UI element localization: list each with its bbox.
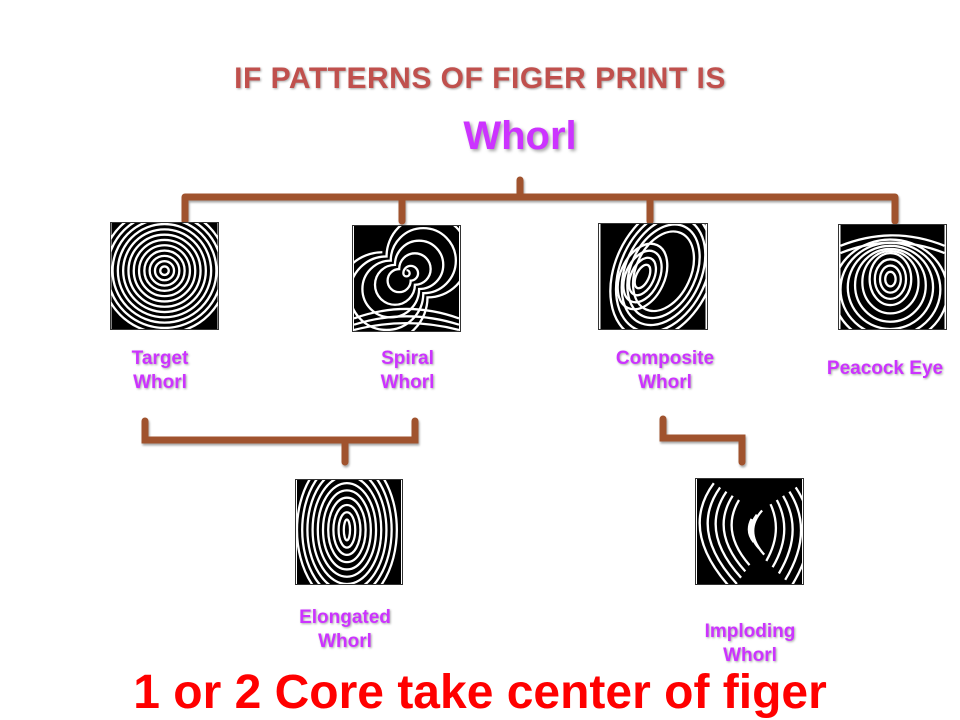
target-whorl-label-line1: Target [131, 348, 189, 369]
elongated-whorl-image [295, 479, 403, 585]
elongated-connector [141, 417, 419, 466]
root-node-label: Whorl [463, 114, 577, 158]
imploding-whorl-label-line1: Imploding [704, 621, 796, 642]
composite-whorl-label: Composite Whorl [600, 347, 730, 395]
imploding-whorl-image [695, 478, 804, 585]
imploding-whorl-label-line2: Whorl [723, 645, 777, 666]
spiral-whorl-image [352, 225, 461, 332]
target-whorl-label-line2: Whorl [133, 372, 187, 393]
root-connector [181, 176, 899, 225]
spiral-whorl-label-line2: Whorl [380, 372, 435, 393]
target-whorl-image [110, 222, 219, 330]
elongated-whorl-label-line1: Elongated [299, 607, 391, 628]
peacock-eye-label: Peacock Eye [815, 357, 955, 381]
peacock-eye-image [838, 224, 947, 330]
diagram-heading: IF PATTERNS OF FIGER PRINT IS [234, 62, 726, 95]
elongated-whorl-label-line2: Whorl [318, 631, 372, 652]
spiral-whorl-label: Spiral Whorl [355, 347, 460, 395]
composite-whorl-label-line1: Composite [615, 348, 715, 369]
peacock-eye-label-line1: Peacock Eye [826, 358, 944, 379]
composite-whorl-label-line2: Whorl [638, 372, 692, 393]
target-whorl-label: Target Whorl [110, 347, 210, 395]
composite-whorl-image [598, 223, 708, 330]
elongated-whorl-label: Elongated Whorl [275, 606, 415, 654]
imploding-whorl-label: Imploding Whorl [680, 620, 820, 668]
imploding-connector [659, 415, 746, 466]
spiral-whorl-label-line1: Spiral [381, 348, 434, 369]
footer-caption: 1 or 2 Core take center of figer [133, 666, 827, 719]
